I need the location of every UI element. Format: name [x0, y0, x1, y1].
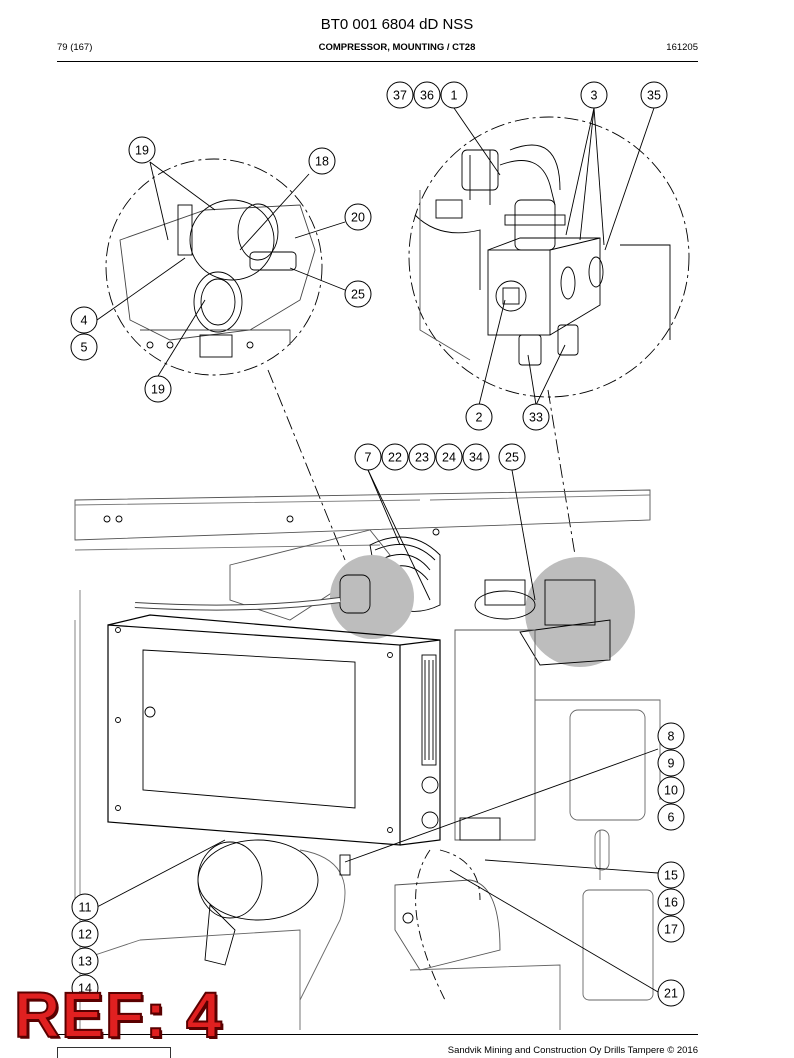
callout-14: 14	[71, 974, 99, 1002]
svg-text:19: 19	[135, 144, 149, 158]
callout-21: 21	[657, 979, 685, 1007]
svg-text:4: 4	[81, 314, 88, 328]
svg-text:33: 33	[529, 411, 543, 425]
callout-34: 34	[462, 443, 490, 471]
svg-text:34: 34	[469, 451, 483, 465]
svg-text:6: 6	[668, 811, 675, 825]
svg-text:23: 23	[415, 451, 429, 465]
callout-4: 4	[70, 306, 98, 334]
svg-text:8: 8	[668, 730, 675, 744]
svg-text:35: 35	[647, 89, 661, 103]
svg-text:10: 10	[664, 784, 678, 798]
svg-text:13: 13	[78, 955, 92, 969]
svg-text:7: 7	[365, 451, 372, 465]
svg-text:12: 12	[78, 928, 92, 942]
svg-text:22: 22	[388, 451, 402, 465]
ref-stamp: REF: 4	[13, 979, 223, 1051]
page-number: 79 (167)	[57, 42, 93, 53]
callout-2: 2	[465, 403, 493, 431]
callout-36: 36	[413, 81, 441, 109]
svg-text:18: 18	[315, 155, 329, 169]
detail-view-right	[408, 116, 690, 398]
callout-18: 18	[308, 147, 336, 175]
detail-view-left	[105, 158, 323, 376]
callout-10: 10	[657, 776, 685, 804]
callout-20: 20	[344, 203, 372, 231]
callout-7: 7	[354, 443, 382, 471]
callout-5: 5	[70, 333, 98, 361]
svg-text:16: 16	[664, 896, 678, 910]
svg-text:25: 25	[505, 451, 519, 465]
svg-text:24: 24	[442, 451, 456, 465]
svg-text:21: 21	[664, 987, 678, 1001]
callout-17: 17	[657, 915, 685, 943]
callout-35: 35	[640, 81, 668, 109]
callout-9: 9	[657, 749, 685, 777]
callout-24: 24	[435, 443, 463, 471]
callout-8: 8	[657, 722, 685, 750]
callout-15: 15	[657, 861, 685, 889]
svg-text:15: 15	[664, 869, 678, 883]
callout-1: 1	[440, 81, 468, 109]
svg-text:37: 37	[393, 89, 407, 103]
callout-23: 23	[408, 443, 436, 471]
callout-16: 16	[657, 888, 685, 916]
callouts: 37 36 1 3 35 19 18 20 25 4 5 19 2 33 7 2…	[70, 81, 685, 1007]
callout-13: 13	[71, 947, 99, 975]
callout-19-bottom: 19	[144, 375, 172, 403]
svg-text:1: 1	[451, 89, 458, 103]
callout-19-top: 19	[128, 136, 156, 164]
date-code: 161205	[666, 42, 698, 53]
svg-text:9: 9	[668, 757, 675, 771]
svg-text:3: 3	[591, 89, 598, 103]
callout-3: 3	[580, 81, 608, 109]
svg-text:17: 17	[664, 923, 678, 937]
parts-drawing: 37 36 1 3 35 19 18 20 25 4 5 19 2 33 7 2…	[70, 81, 690, 1030]
footer-rule	[57, 1034, 698, 1035]
section-title: COMPRESSOR, MOUNTING / CT28	[318, 42, 476, 53]
callout-22: 22	[381, 443, 409, 471]
svg-text:19: 19	[151, 383, 165, 397]
callout-25-top: 25	[344, 280, 372, 308]
svg-text:36: 36	[420, 89, 434, 103]
callout-25-main: 25	[498, 443, 526, 471]
callout-11: 11	[71, 893, 99, 921]
svg-text:20: 20	[351, 211, 365, 225]
callout-6: 6	[657, 803, 685, 831]
header-rule	[57, 61, 698, 62]
svg-text:5: 5	[81, 341, 88, 355]
callout-12: 12	[71, 920, 99, 948]
svg-text:14: 14	[78, 982, 92, 996]
callout-37: 37	[386, 81, 414, 109]
document-number: BT0 001 6804 dD NSS	[320, 16, 474, 33]
svg-text:25: 25	[351, 288, 365, 302]
callout-33: 33	[522, 403, 550, 431]
footer-copyright: Sandvik Mining and Construction Oy Drill…	[447, 1045, 698, 1056]
main-assembly-view	[74, 489, 661, 1030]
svg-text:2: 2	[476, 411, 483, 425]
svg-text:11: 11	[79, 901, 92, 915]
